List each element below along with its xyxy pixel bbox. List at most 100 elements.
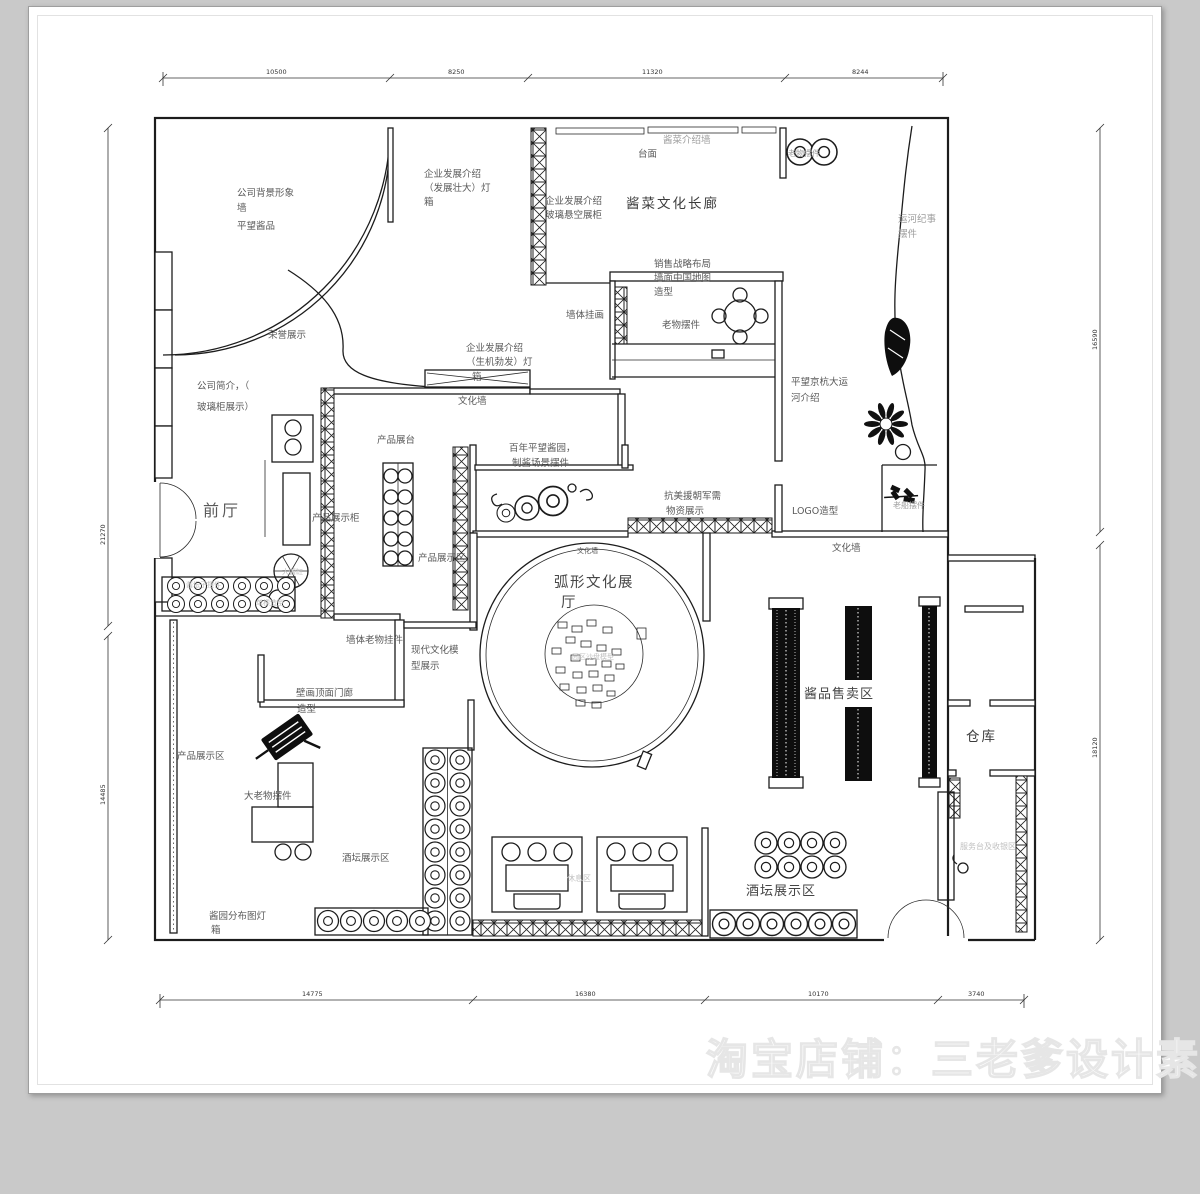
label-dev-grow-1: 企业发展介绍 [424, 168, 481, 180]
label-canal-story-1: 运河纪事 [898, 213, 937, 225]
sheet-inner-frame [37, 15, 1153, 1085]
label-single-tree: 单棵造型 [256, 598, 284, 607]
dim-right-2: 18120 [1091, 737, 1099, 758]
label-sales-map-2: 墙面中国地图 [654, 272, 711, 284]
drawing-sheet [28, 6, 1162, 1094]
label-company-bg-1: 公司背景形象 [237, 187, 295, 199]
dimension-lines: 10500 8250 11320 8244 14775 16380 10170 … [99, 68, 1105, 1008]
label-service-desk: 服务台及收银区 [960, 841, 1016, 851]
right-extension [884, 554, 1037, 943]
label-dev-grow-3: 箱 [424, 196, 434, 208]
label-jar-map-1: 酱园分布图灯 [209, 910, 267, 922]
label-sales-map-3: 造型 [654, 286, 674, 298]
label-glass-case-1: 企业发展介绍 [545, 195, 602, 207]
label-glass-case-2: 玻璃悬空展柜 [545, 209, 603, 221]
label-war-supplies-1: 抗美援朝军需 [664, 490, 721, 502]
watermark-text: 淘宝店铺：三老爹设计素材基地 [706, 1035, 1200, 1084]
label-company-intro-2: 玻璃柜展示） [197, 401, 254, 413]
sale-shelves [768, 596, 941, 789]
top-left-arc-wall [162, 127, 433, 388]
outer-walls [150, 116, 950, 942]
sandbox-model-pieces [551, 619, 647, 709]
label-rest-area: 休息区 [567, 873, 591, 883]
left-display-wall [169, 619, 178, 934]
label-canal-intro-2: 河介绍 [791, 392, 820, 404]
label-jar-ornament: 酱坛子摆件 [186, 580, 221, 589]
label-company-bg-2: 墙 [237, 202, 247, 214]
label-boat-ornament: 老船摆件 [893, 500, 925, 510]
label-jar-map-2: 箱 [211, 924, 221, 936]
label-logo-shape: LOGO造型 [792, 505, 839, 517]
label-dev-vital-3: 箱 [472, 371, 482, 383]
label-arc-hall-2: 厅 [561, 595, 577, 611]
rest-area [472, 827, 709, 937]
jar-display-right [709, 831, 858, 939]
label-wall-painting: 墙体挂画 [566, 309, 604, 321]
room-labels: 公司背景形象 墙 平望酱品 企业发展介绍 （发展壮大）灯 箱 企业发展介绍 玻璃… [177, 134, 1016, 936]
label-mural-porch-2: 造型 [297, 703, 317, 715]
label-dev-grow-2: （发展壮大）灯 [424, 182, 491, 194]
label-century-jar-2: 制酱场景摆件 [512, 457, 570, 469]
dim-bottom-4: 3740 [968, 990, 985, 998]
label-arc-hall-1: 弧形文化展 [554, 574, 634, 591]
label-jar-display-left: 酒坛展示区 [342, 853, 390, 864]
label-modern-culture-1: 现代文化模 [411, 644, 459, 656]
dim-bottom-3: 10170 [808, 990, 829, 998]
dim-right-1: 16590 [1091, 329, 1099, 350]
dim-bottom-2: 16380 [575, 990, 596, 998]
label-canal-story-2: 摆件 [898, 228, 918, 240]
label-product-area-left: 产品展示区 [177, 750, 225, 762]
label-company-bg-3: 平望酱品 [237, 220, 275, 232]
label-war-supplies-2: 物资展示 [666, 505, 704, 517]
culture-wall-mid [329, 369, 626, 469]
jar-columns-left [314, 747, 473, 936]
label-company-intro-1: 公司简介，（ [197, 380, 250, 392]
dim-top-1: 10500 [266, 68, 287, 76]
dim-top-2: 8250 [448, 68, 465, 76]
scene-room [469, 444, 634, 534]
big-old-items [251, 713, 321, 861]
arc-exhibition-hall [479, 542, 705, 771]
label-product-area-mid: 产品展示区 [418, 552, 466, 564]
label-wall-old-items: 墙体老物挂件 [346, 634, 404, 646]
label-old-items-top: 老物摆件 [788, 148, 820, 158]
label-century-jar-1: 百年平望酱园， [509, 442, 576, 454]
label-old-items-room: 老物摆件 [662, 319, 701, 331]
label-intro-wall: 酱菜介绍墙 [663, 134, 711, 146]
dim-top-4: 8244 [852, 68, 869, 76]
map-room [609, 271, 784, 462]
label-front-hall: 前厅 [203, 501, 241, 520]
label-jar-display-right: 酒坛展示区 [746, 884, 816, 899]
top-corridor [530, 126, 838, 286]
label-dev-vital-2: （生机勃发）灯 [466, 356, 533, 368]
label-culture-wall-right: 文化墙 [832, 542, 861, 554]
label-product-stand: 产品展台 [377, 434, 415, 446]
label-modern-culture-2: 型展示 [411, 661, 440, 672]
label-sale-area: 酱品售卖区 [804, 686, 874, 702]
old-boat-ornament-drawing [884, 484, 919, 504]
label-big-vat: 大酱缸 [282, 567, 303, 576]
long-wall-and-glass [469, 484, 949, 631]
label-sandbox-model: 园区沙盘模型 [572, 652, 614, 661]
label-culture-wall-top: 文化墙 [458, 395, 487, 407]
product-display [382, 446, 469, 611]
dim-left-2: 14485 [99, 784, 107, 805]
modern-culture-room [257, 613, 477, 751]
label-corridor-title: 酱菜文化长廊 [626, 195, 719, 212]
label-product-cabinet: 产品展示柜 [312, 512, 360, 524]
label-culture-wall-circle: 文化墙 [577, 546, 598, 555]
dim-bottom-1: 14775 [302, 990, 323, 998]
canal-feature [864, 125, 937, 533]
label-honor: 荣誉展示 [268, 329, 306, 341]
label-dev-vital-1: 企业发展介绍 [466, 342, 523, 354]
label-big-old-items: 大老物摆件 [244, 790, 292, 802]
label-canal-intro-1: 平望京杭大运 [791, 376, 849, 388]
label-countertop: 台面 [638, 148, 657, 160]
dim-left-1: 21270 [99, 524, 107, 545]
label-warehouse: 仓库 [966, 729, 997, 745]
front-hall [155, 387, 335, 619]
dim-top-3: 11320 [642, 68, 663, 76]
label-sales-map-1: 销售战略布局 [654, 258, 711, 270]
